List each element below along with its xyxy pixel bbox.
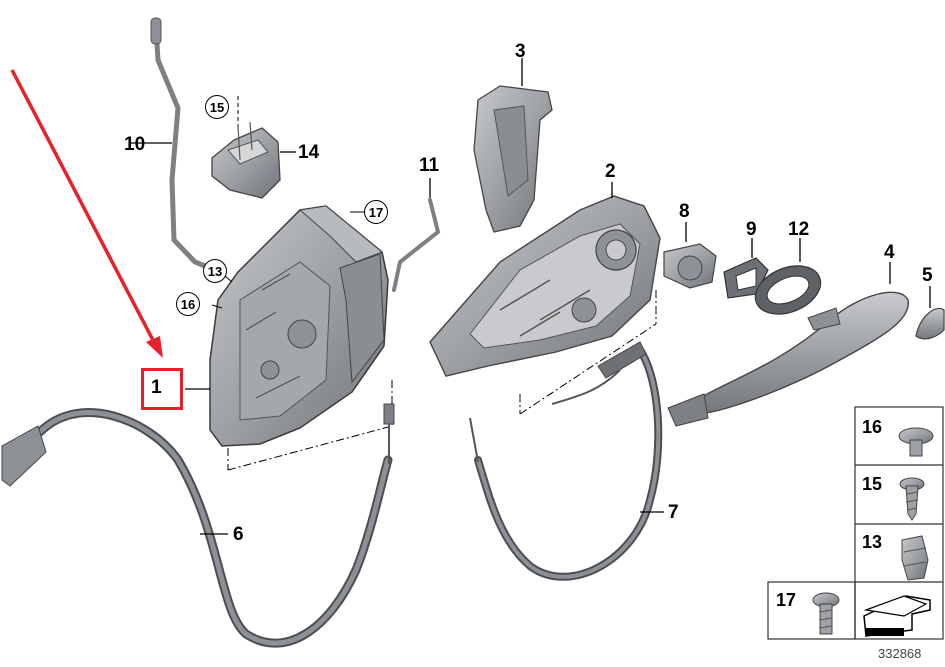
- legend-label-16: 16: [862, 417, 883, 437]
- callout-1: 1: [151, 377, 162, 398]
- legend-label-13: 13: [862, 532, 883, 552]
- callout-8: 8: [679, 201, 690, 222]
- part-7-cable: [469, 341, 664, 581]
- callout-9: 9: [746, 219, 757, 240]
- legend-screw-15-icon: [899, 477, 925, 521]
- part-3-cover: [473, 58, 553, 233]
- part-2-carrier: [429, 182, 661, 415]
- part-9-gasket: [723, 238, 769, 299]
- legend-screw-17-icon: [812, 592, 840, 635]
- legend-label-15: 15: [862, 474, 883, 494]
- part-12-seal: [754, 238, 822, 315]
- legend-label-17: 17: [776, 590, 797, 610]
- callout-14: 14: [298, 142, 320, 163]
- callout-5: 5: [922, 265, 933, 286]
- callout-11: 11: [419, 155, 440, 176]
- part-1-lock-actuator: [185, 205, 393, 471]
- part-8-lock-cylinder: [663, 222, 717, 289]
- callout-12: 12: [788, 219, 810, 240]
- callout-10: 10: [124, 134, 146, 155]
- legend-clip-13-icon: [901, 535, 929, 581]
- callout-3: 3: [515, 41, 526, 62]
- part-5-cap: [915, 286, 945, 340]
- callout-7: 7: [668, 502, 679, 523]
- callout-6: 6: [233, 524, 244, 545]
- part-10-rod: [130, 17, 213, 271]
- highlight-box: [141, 368, 183, 410]
- diagram-number: 332868: [878, 646, 922, 661]
- legend-direction-icon: [863, 595, 931, 637]
- legend-screw-16-icon: [898, 427, 934, 457]
- part-4-door-handle: [667, 262, 909, 427]
- callout-4: 4: [884, 242, 895, 263]
- part-11-rod: [392, 178, 441, 292]
- part-14-bracket: [211, 96, 296, 199]
- callout-circled-17: 17: [364, 200, 388, 224]
- callout-circled-15: 15: [205, 95, 229, 119]
- red-arrow-indicator: [10, 69, 163, 358]
- callout-circled-16: 16: [176, 292, 200, 316]
- part-6-cable: [1, 403, 395, 648]
- callout-2: 2: [605, 161, 616, 182]
- callout-circled-13: 13: [203, 259, 227, 283]
